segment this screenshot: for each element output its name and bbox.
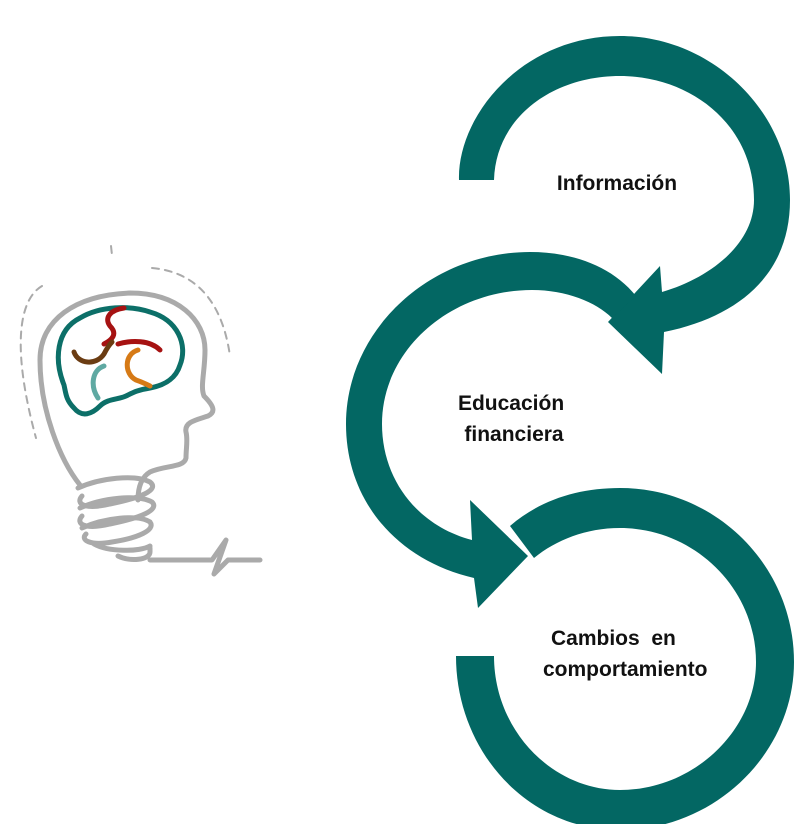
glow-rays (19, 245, 231, 439)
step-2-line-1: Educación (458, 392, 564, 415)
step-label-informacion: Información (557, 172, 677, 195)
step-3-line-2: comportamiento (543, 658, 708, 681)
brain-lobe-brown (71, 339, 115, 365)
brain-lobe-teal (90, 363, 107, 401)
cycle-arrows (346, 36, 794, 824)
brain-icon (55, 305, 186, 417)
head-outline (37, 290, 216, 503)
step-label-educacion-financiera: Educación financiera (458, 392, 570, 446)
arrow-educacion-financiera (346, 252, 636, 608)
arrow-informacion (458, 36, 790, 374)
brain-lobe-orange (124, 347, 153, 389)
lightbulb-head-icon (19, 245, 263, 577)
brain-lobe-red (101, 305, 163, 353)
step-label-cambios-comportamiento: Cambios en comportamiento (543, 627, 708, 681)
step-3-line-1: Cambios en (551, 627, 676, 650)
step-1-line-1: Información (557, 172, 677, 195)
brain-outline (55, 305, 186, 417)
bulb-base (75, 475, 263, 577)
step-2-line-2: financiera (464, 423, 564, 446)
